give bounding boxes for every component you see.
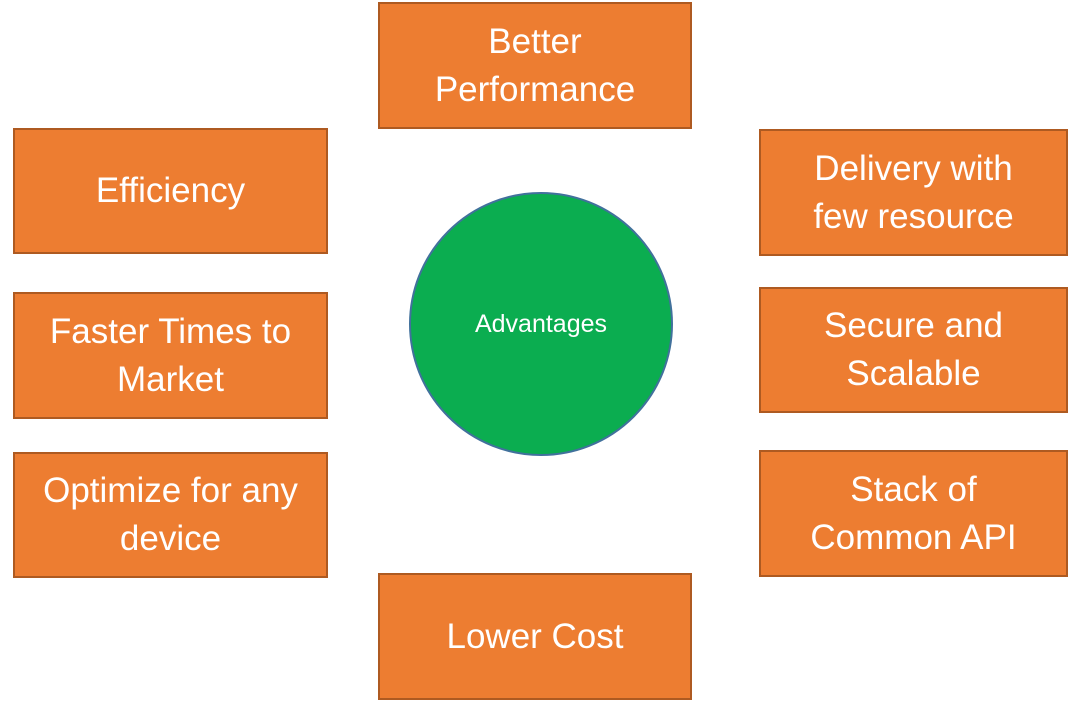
advantage-box-optimize-for-any-device: Optimize for any device xyxy=(13,452,328,578)
advantage-box-label: Better Performance xyxy=(434,21,636,109)
advantage-box-label: Delivery with few resource xyxy=(813,148,1014,236)
advantage-box-delivery-with-few-resource: Delivery with few resource xyxy=(759,129,1068,256)
advantage-box-faster-times-to-market: Faster Times to Market xyxy=(13,292,328,419)
advantage-box-label: Secure and Scalable xyxy=(823,306,1004,393)
advantage-box-lower-cost: Lower Cost xyxy=(378,573,692,700)
advantage-box-label: Lower Cost xyxy=(446,616,624,656)
advantages-center-circle: Advantages xyxy=(409,192,673,456)
advantage-box-label: Stack of Common API xyxy=(810,469,1017,557)
advantage-box-label: Optimize for any device xyxy=(43,471,298,558)
advantage-box-label: Faster Times to Market xyxy=(49,311,292,399)
advantages-circle-label: Advantages xyxy=(474,309,608,338)
advantage-box-efficiency: Efficiency xyxy=(13,128,328,254)
advantage-box-better-performance: Better Performance xyxy=(378,2,692,129)
advantage-box-stack-of-common-api: Stack of Common API xyxy=(759,450,1068,577)
advantage-box-label: Efficiency xyxy=(95,171,246,211)
advantage-box-secure-and-scalable: Secure and Scalable xyxy=(759,287,1068,413)
